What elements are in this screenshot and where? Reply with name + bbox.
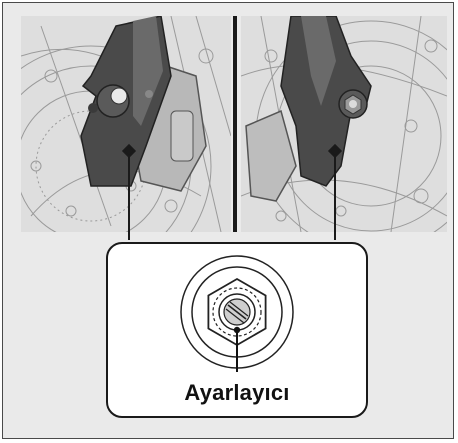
right-fork-drawing xyxy=(241,16,447,232)
left-fork-illustration xyxy=(21,16,231,232)
adjuster-callout: Ayarlayıcı xyxy=(106,242,368,418)
left-fork-drawing xyxy=(21,16,231,232)
diagram-frame: Ayarlayıcı xyxy=(2,2,454,439)
right-fork-illustration xyxy=(241,16,447,232)
panel-divider xyxy=(233,16,237,232)
adjuster-label: Ayarlayıcı xyxy=(108,380,366,406)
